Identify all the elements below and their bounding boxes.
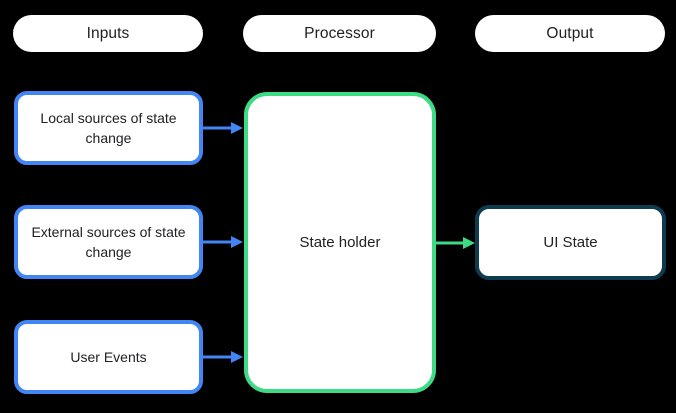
column-header-processor: Processor [243, 15, 436, 52]
column-header-output: Output [475, 15, 665, 52]
node-state-holder: State holder [244, 92, 436, 393]
column-header-inputs-label: Inputs [86, 24, 130, 42]
node-label: User Events [70, 349, 147, 365]
arrow-state-holder-to-ui-state [434, 237, 475, 249]
node-user-events: User Events [14, 320, 203, 394]
node-label: UI State [543, 234, 598, 251]
column-header-inputs: Inputs [13, 15, 203, 52]
arrow-external-sources-to-state-holder [202, 236, 243, 248]
node-label: External sources of state change [31, 224, 186, 260]
node-label: Local sources of state change [40, 110, 177, 146]
node-label: State holder [299, 234, 381, 251]
node-ui-state: UI State [475, 205, 666, 280]
column-header-output-label: Output [546, 24, 594, 42]
arrow-user-events-to-state-holder [202, 351, 243, 363]
node-external-sources-of-state-change: External sources of state change [14, 205, 203, 279]
column-header-processor-label: Processor [304, 24, 375, 42]
arrow-local-sources-to-state-holder [202, 122, 243, 134]
node-local-sources-of-state-change: Local sources of state change [14, 91, 203, 165]
